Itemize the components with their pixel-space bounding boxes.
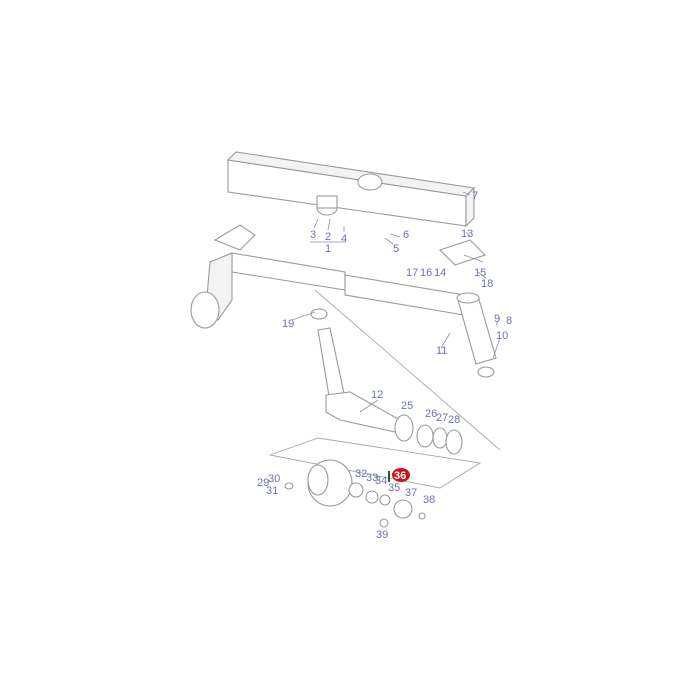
callout-labels: 7 3 2 4 1 6 5 13 17 16 14 15 18 19 9 8 1…	[257, 190, 512, 541]
callout-39[interactable]: 39	[376, 529, 388, 541]
callout-11[interactable]: 11	[436, 345, 447, 357]
callout-4[interactable]: 4	[341, 233, 347, 245]
callout-27[interactable]: 27	[436, 412, 448, 424]
leader-lines	[291, 191, 501, 413]
callout-25[interactable]: 25	[401, 400, 413, 412]
callout-36[interactable]: 36	[394, 470, 406, 482]
callout-28[interactable]: 28	[448, 414, 460, 426]
callout-16[interactable]: 16	[420, 267, 432, 279]
callout-19[interactable]: 19	[282, 318, 294, 330]
callout-15[interactable]: 15	[474, 267, 486, 279]
callout-38[interactable]: 38	[423, 494, 435, 506]
callout-3[interactable]: 3	[310, 229, 316, 241]
callout-1[interactable]: 1	[325, 243, 331, 255]
callout-36-highlighted[interactable]: 36	[392, 468, 410, 482]
callout-14[interactable]: 14	[434, 267, 446, 279]
callout-26[interactable]: 26	[425, 408, 437, 420]
callout-31[interactable]: 31	[266, 485, 278, 497]
callout-35[interactable]: 35	[388, 482, 400, 494]
callout-18[interactable]: 18	[481, 278, 493, 290]
callout-7[interactable]: 7	[472, 190, 478, 202]
callout-29[interactable]: 29	[257, 477, 269, 489]
callout-32[interactable]: 32	[355, 468, 367, 480]
wheel-hub	[284, 459, 426, 528]
callout-6[interactable]: 6	[403, 229, 409, 241]
axle-beam	[226, 151, 476, 228]
callout-9[interactable]: 9	[494, 313, 500, 325]
callout-5[interactable]: 5	[393, 243, 399, 255]
callout-17[interactable]: 17	[406, 267, 418, 279]
highlight-badge	[392, 468, 410, 482]
callout-37[interactable]: 37	[405, 487, 417, 499]
callout-2[interactable]: 2	[325, 231, 331, 243]
callout-8[interactable]: 8	[506, 315, 512, 327]
callout-13[interactable]: 13	[461, 228, 473, 240]
callout-33[interactable]: 33	[366, 472, 378, 484]
callout-30[interactable]: 30	[268, 473, 280, 485]
callout-12[interactable]: 12	[371, 389, 383, 401]
callout-10[interactable]: 10	[496, 330, 508, 342]
callout-34[interactable]: 34	[375, 475, 387, 487]
spindle	[310, 308, 463, 455]
axle-extension	[190, 224, 471, 329]
